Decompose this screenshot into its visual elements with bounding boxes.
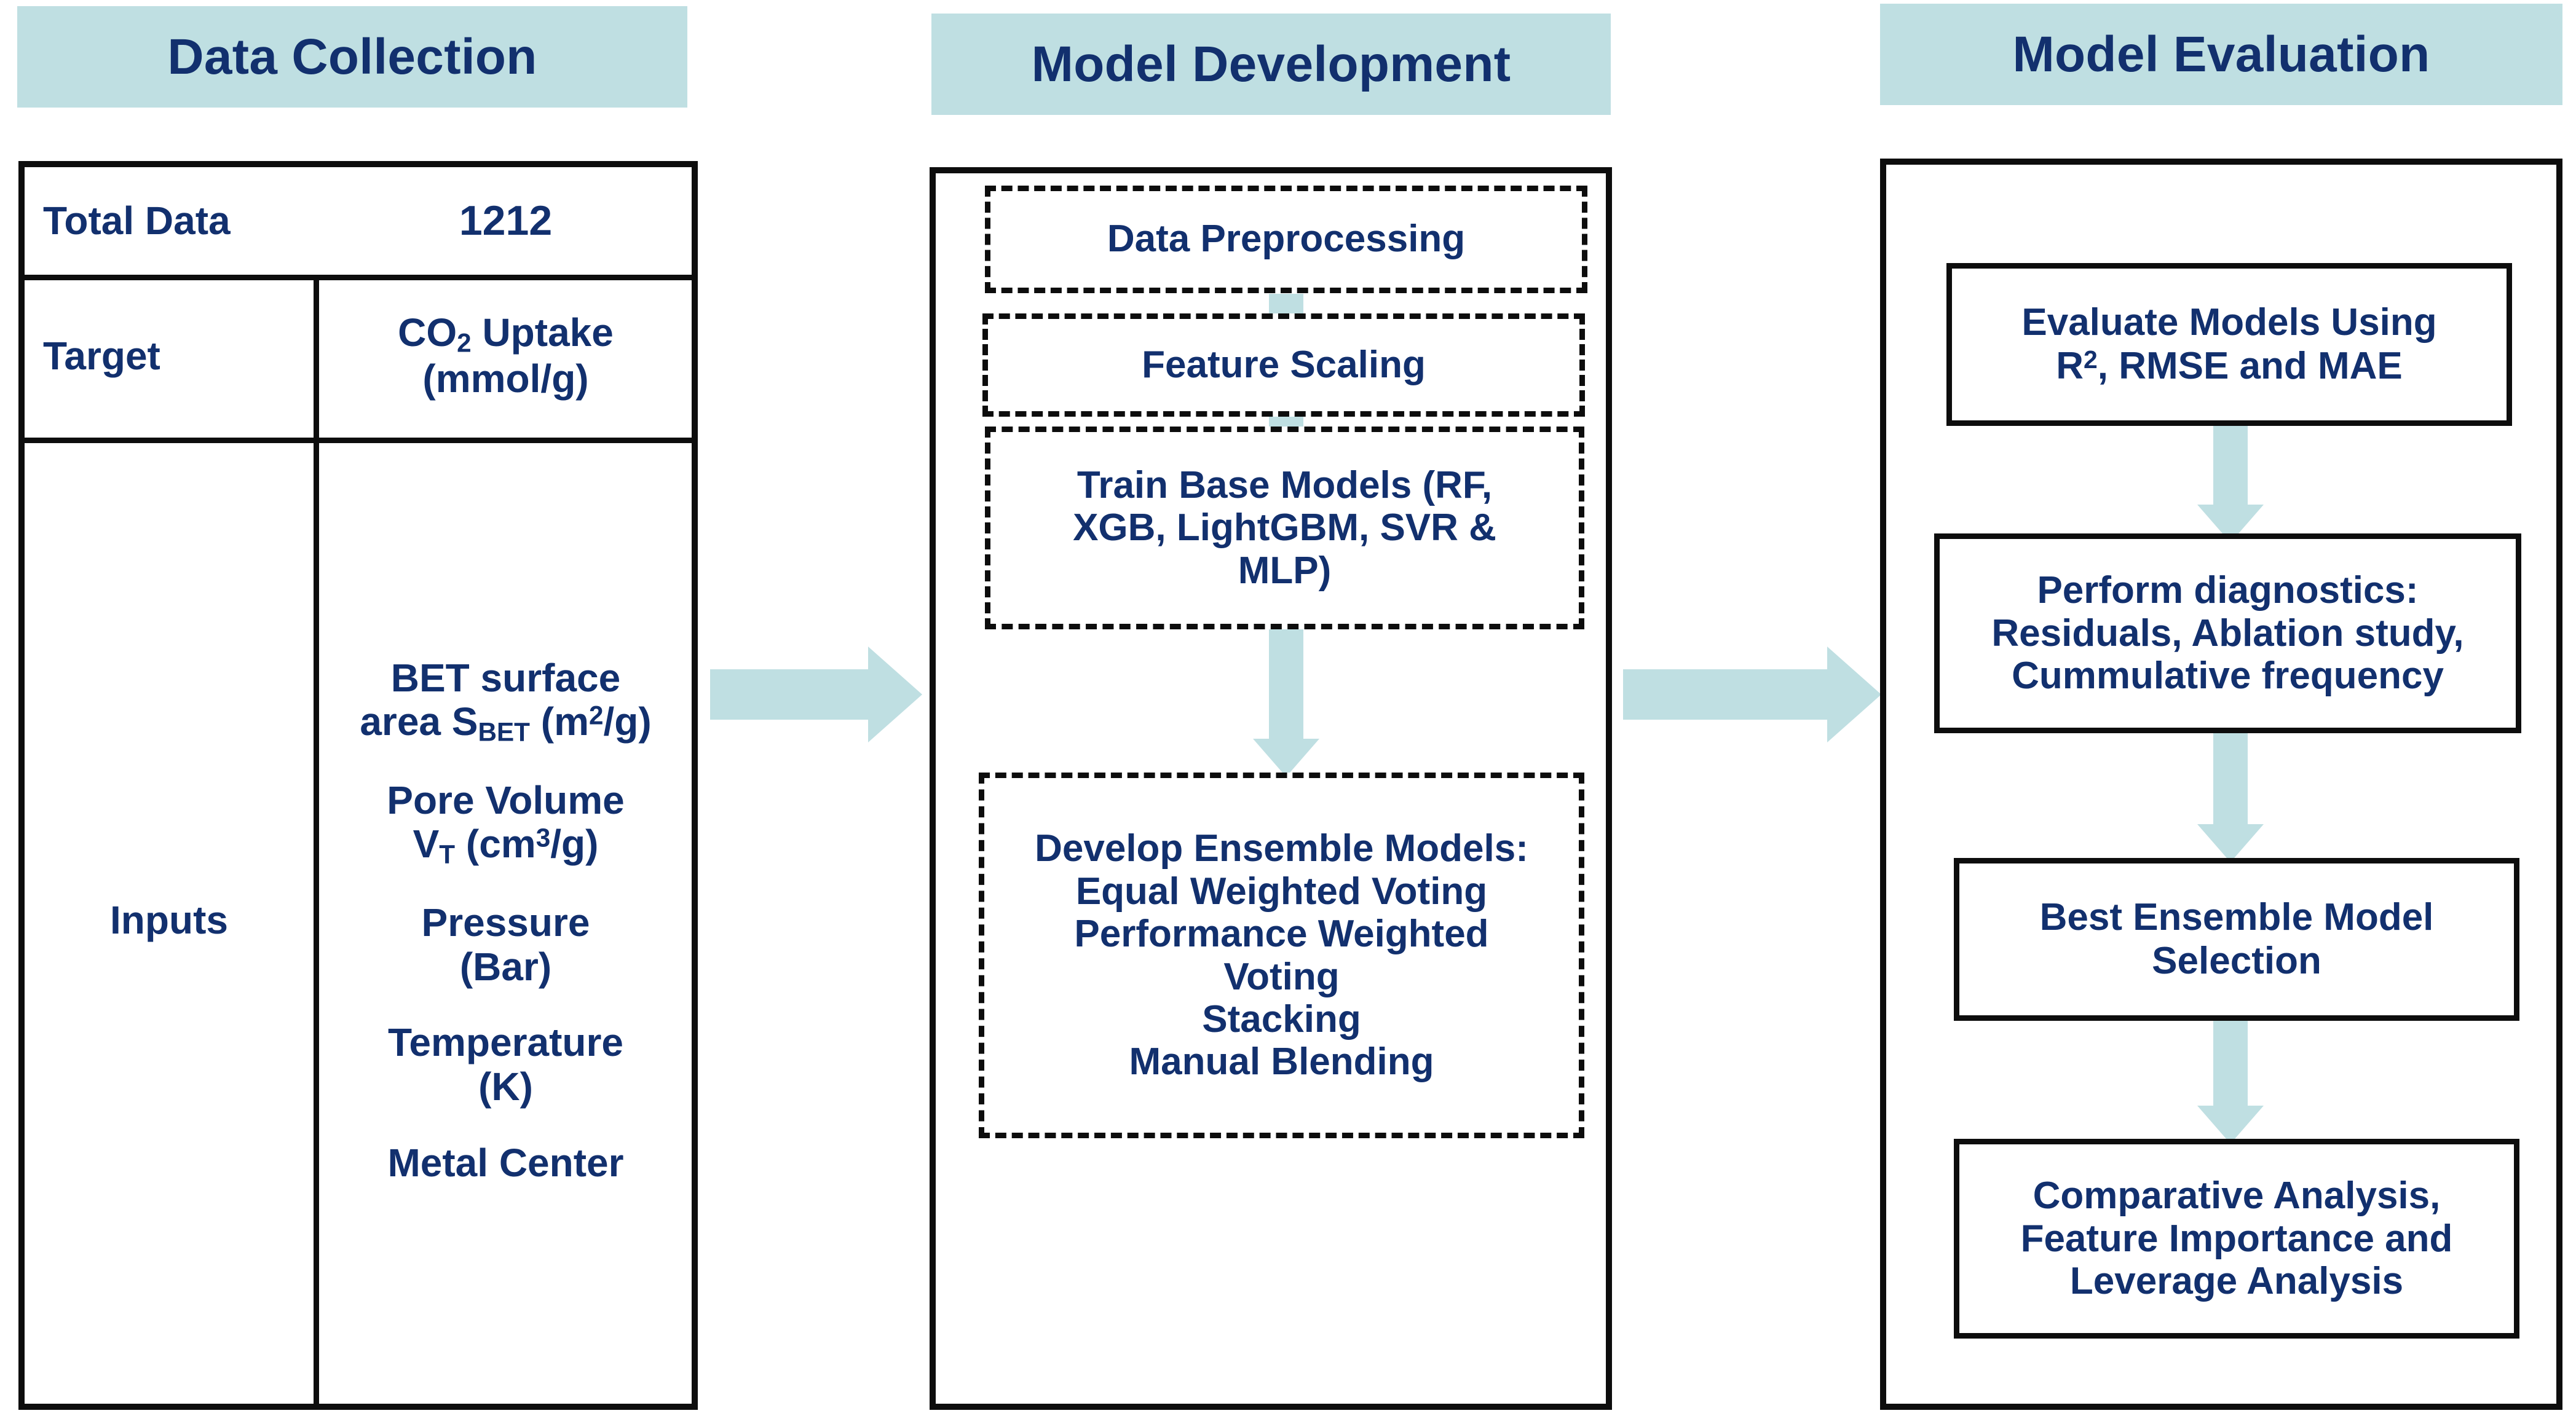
input-item-metal-center: Metal Center <box>387 1140 624 1185</box>
arrow-shaft <box>2213 426 2248 506</box>
column-title-model-development: Model Development <box>1031 36 1511 92</box>
step-box-perform-diagnostics: Perform diagnostics:Residuals, Ablation … <box>1934 533 2521 733</box>
table-cell-target-value: CO2 Uptake(mmol/g) <box>314 275 698 438</box>
column-title-model-evaluation: Model Evaluation <box>2012 26 2430 82</box>
flow-arrow-train-to-ensemble <box>1237 629 1335 777</box>
column-title-data-collection: Data Collection <box>167 28 537 85</box>
model-development-panel: Data Preprocessing Feature Scaling Train… <box>930 167 1612 1410</box>
step-label-develop-ensemble-models: Develop Ensemble Models:Equal Weighted V… <box>1035 827 1528 1084</box>
column-header-model-evaluation: Model Evaluation <box>1880 4 2562 105</box>
arrow-shaft <box>1623 669 1829 720</box>
stage-arrow-collection-to-development <box>710 645 922 744</box>
arrow-head <box>1827 647 1881 742</box>
flow-arrow-diagnostics-to-selection <box>2181 733 2280 862</box>
table-row-divider-1 <box>25 275 692 280</box>
step-label-data-preprocessing: Data Preprocessing <box>1107 218 1466 261</box>
cell-label-inputs: Inputs <box>110 898 228 943</box>
table-row: Inputs <box>25 438 314 1404</box>
step-box-develop-ensemble-models: Develop Ensemble Models:Equal Weighted V… <box>979 773 1584 1138</box>
arrow-shaft <box>2213 1021 2248 1106</box>
step-box-comparative-analysis: Comparative Analysis,Feature Importance … <box>1954 1139 2519 1339</box>
cell-label-total-data: Total Data <box>43 198 231 243</box>
step-box-feature-scaling: Feature Scaling <box>982 313 1585 417</box>
arrow-head <box>2197 1106 2264 1144</box>
arrow-head <box>868 647 922 742</box>
cell-value-total-data: 1212 <box>459 197 553 245</box>
data-collection-table: Total Data 1212 Target CO2 Uptake(mmol/g… <box>18 161 698 1410</box>
flow-arrow-evaluate-to-diagnostics <box>2181 426 2280 543</box>
table-row-divider-2 <box>25 438 692 443</box>
stage-arrow-development-to-evaluation <box>1623 645 1881 744</box>
input-item-temperature: Temperature(K) <box>388 1020 623 1109</box>
table-cell-total-data-value: 1212 <box>314 167 698 275</box>
step-box-data-preprocessing: Data Preprocessing <box>985 186 1587 293</box>
arrow-head <box>2197 824 2264 862</box>
table-column-divider <box>314 275 319 1404</box>
step-label-feature-scaling: Feature Scaling <box>1142 343 1426 386</box>
table-row: Target <box>25 275 314 438</box>
column-header-model-development: Model Development <box>931 14 1611 115</box>
flow-arrow-selection-to-comparative <box>2181 1021 2280 1144</box>
step-label-perform-diagnostics: Perform diagnostics:Residuals, Ablation … <box>1991 569 2464 698</box>
step-label-comparative-analysis: Comparative Analysis,Feature Importance … <box>2020 1174 2453 1303</box>
arrow-shaft <box>710 669 870 720</box>
cell-label-target: Target <box>43 333 160 378</box>
table-row: Total Data <box>25 167 314 275</box>
input-item-pressure: Pressure(Bar) <box>421 900 590 989</box>
cell-value-target: CO2 Uptake(mmol/g) <box>398 310 614 401</box>
column-header-data-collection: Data Collection <box>17 6 687 108</box>
arrow-shaft <box>2213 733 2248 824</box>
arrow-shaft <box>1269 629 1303 740</box>
step-label-train-base-models: Train Base Models (RF,XGB, LightGBM, SVR… <box>1073 463 1496 592</box>
step-box-train-base-models: Train Base Models (RF,XGB, LightGBM, SVR… <box>985 427 1584 629</box>
arrow-head <box>1253 739 1319 777</box>
